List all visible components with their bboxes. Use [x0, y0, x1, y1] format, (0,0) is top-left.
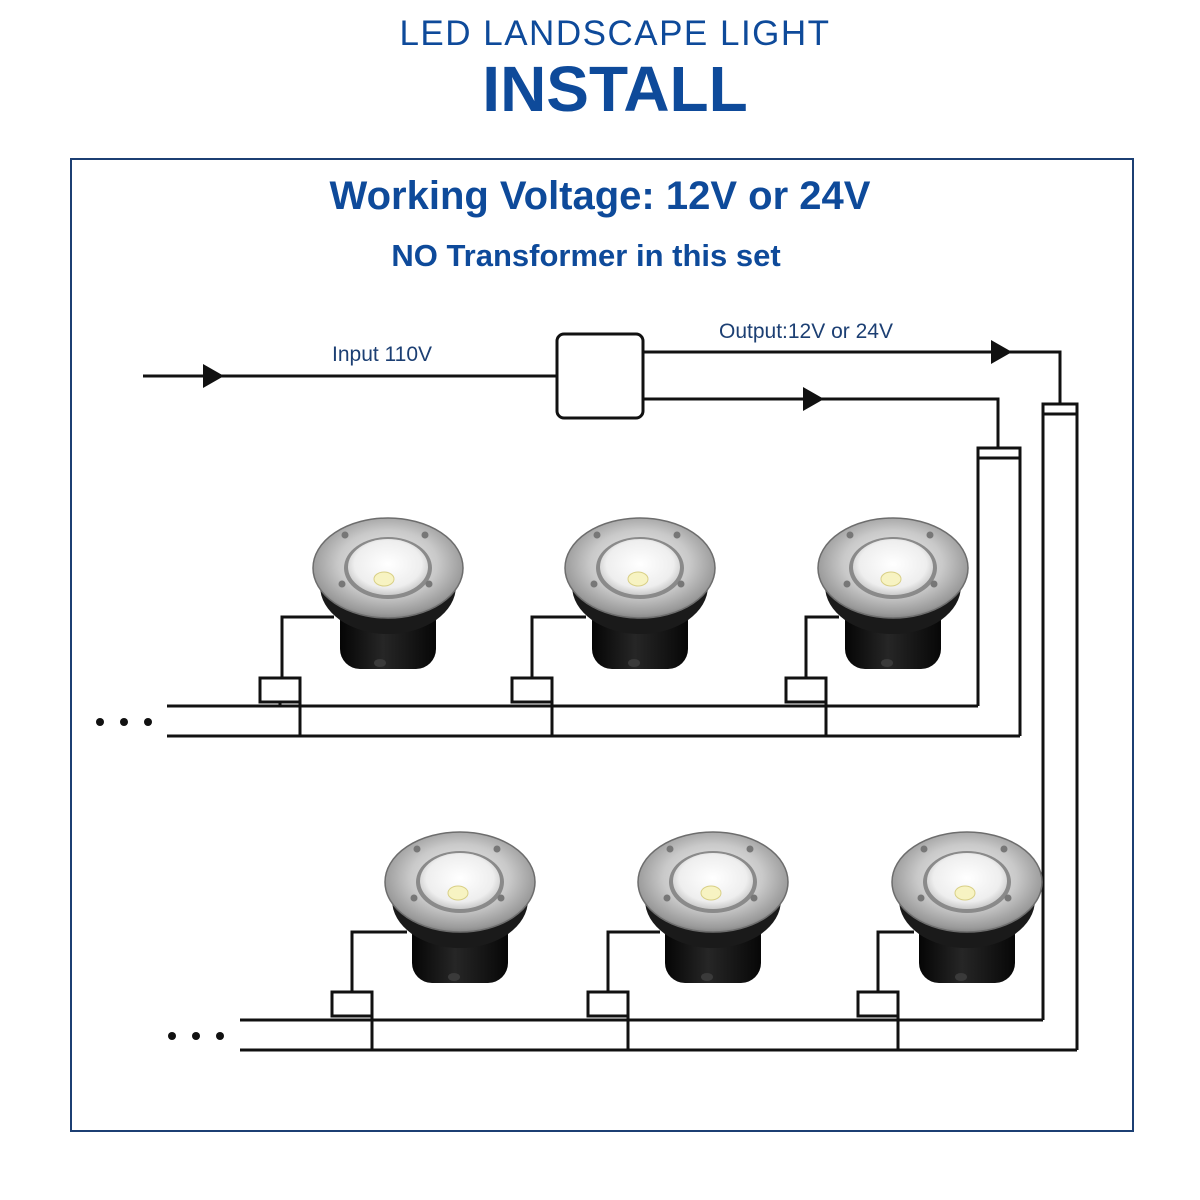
trunk-junction-row2: [1041, 402, 1079, 416]
row2-connector-3: [856, 930, 914, 1050]
row1-connector-1: [258, 615, 334, 736]
light-row1-2: [564, 517, 716, 669]
input-arrow: [203, 364, 224, 388]
output-wire-1: [643, 350, 1062, 404]
install-panel: [70, 158, 1134, 1132]
output-label: Output:12V or 24V: [719, 320, 893, 343]
light-row1-3: [817, 517, 969, 669]
transformer-note: NO Transformer in this set: [391, 238, 781, 273]
light-row2-2: [637, 831, 789, 983]
diagram-subtitle: LED LANDSCAPE LIGHT: [399, 14, 831, 53]
row2-continuation-dots: [168, 1032, 224, 1040]
row1-connector-2: [510, 615, 586, 736]
input-label: Input 110V: [332, 343, 433, 366]
trunk-junction-row1: [976, 446, 1022, 460]
row1-continuation-dots: [96, 718, 152, 726]
row2-connector-2: [586, 930, 660, 1050]
diagram-title: INSTALL: [482, 53, 748, 125]
output-arrow-2: [803, 387, 824, 411]
transformer-box: [555, 332, 645, 420]
row1-connector-3: [784, 615, 839, 736]
light-row2-3: [891, 831, 1043, 983]
light-row1-1: [312, 517, 464, 669]
output-arrow-1: [991, 340, 1012, 364]
voltage-heading: Working Voltage: 12V or 24V: [329, 174, 871, 218]
light-row2-1: [384, 831, 536, 983]
output-wire-2: [643, 397, 1000, 448]
row2-connector-1: [330, 930, 407, 1050]
